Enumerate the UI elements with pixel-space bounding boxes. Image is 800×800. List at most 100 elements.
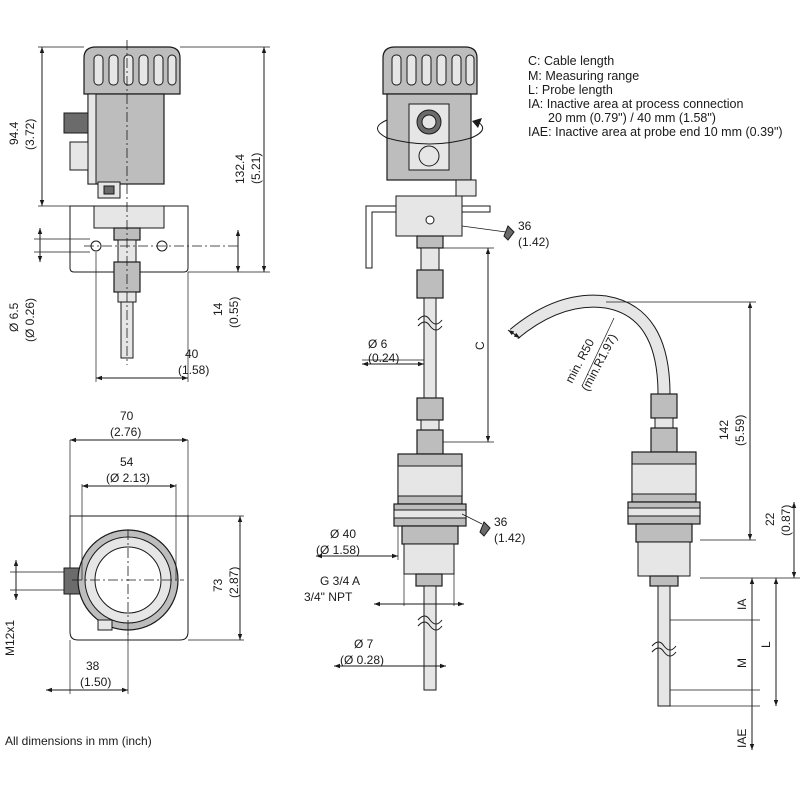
remote-view-bracket	[365, 205, 491, 269]
arrowhead	[237, 634, 243, 640]
arrowhead	[513, 332, 520, 338]
dim-14: 14	[211, 302, 225, 316]
arrowhead	[747, 534, 753, 540]
arrowhead	[39, 47, 45, 53]
dimension-arrows	[13, 47, 797, 750]
dim-ia: IA	[735, 599, 749, 610]
arrowhead	[39, 200, 45, 206]
arrowhead	[235, 230, 241, 236]
arrowhead	[508, 330, 515, 336]
dim-132-4: 132.4	[233, 154, 247, 184]
arrowhead	[334, 663, 340, 669]
dim-70-inch: (2.76)	[110, 425, 141, 439]
arrowhead	[418, 361, 424, 367]
dim-132-4-inch: (5.21)	[249, 153, 263, 184]
arrowhead	[13, 594, 19, 600]
arrowhead	[485, 436, 491, 442]
arrowhead	[374, 601, 380, 607]
arrowhead	[261, 266, 267, 272]
wrench-icon	[503, 225, 515, 241]
legend-ia-values: 20 mm (0.79") / 40 mm (1.58")	[548, 111, 716, 125]
dim-54-inch: (Ø 2.13)	[106, 471, 150, 485]
arrowhead	[791, 572, 797, 578]
legend-c: C: Cable length	[528, 54, 614, 68]
arrowhead	[13, 560, 19, 566]
dim-wrench-36-top: 36	[518, 219, 532, 233]
arrowhead	[96, 375, 102, 381]
dim-dia-6-5: Ø 6.5	[7, 302, 21, 332]
dim-22-inch: (0.87)	[779, 505, 793, 536]
dim-dia-7-inch: (Ø 0.28)	[340, 653, 384, 667]
arrowhead	[458, 601, 464, 607]
arrowhead	[773, 700, 779, 706]
arrowhead	[440, 663, 446, 669]
dim-dia-6: Ø 6	[368, 337, 388, 351]
arrowhead	[46, 687, 52, 693]
arrowhead	[362, 361, 368, 367]
dim-54: 54	[120, 455, 134, 469]
dim-94-4: 94.4	[7, 121, 21, 145]
dim-142: 142	[717, 420, 731, 440]
arrowhead	[82, 483, 88, 489]
remote-view-probe	[423, 585, 437, 691]
remote-view-cable	[423, 297, 437, 399]
dim-22: 22	[763, 512, 777, 526]
arrowhead	[182, 437, 188, 443]
wrench-icon	[479, 521, 491, 537]
legend-iae: IAE: Inactive area at probe end 10 mm (0…	[528, 125, 783, 139]
arrowhead	[70, 437, 76, 443]
dim-70: 70	[120, 409, 134, 423]
dim-40-inch: (1.58)	[178, 363, 209, 377]
arrowhead	[237, 516, 243, 522]
arrowhead	[122, 687, 128, 693]
dim-dia-40: Ø 40	[330, 527, 356, 541]
dim-38-inch: (1.50)	[80, 675, 111, 689]
dim-thread-npt: 3/4" NPT	[304, 590, 353, 604]
arrowhead	[235, 266, 241, 272]
arrowhead	[485, 248, 491, 254]
dim-142-inch: (5.59)	[733, 415, 747, 446]
arrowhead	[37, 228, 43, 234]
arrowhead	[261, 47, 267, 53]
dim-c: C	[473, 341, 487, 350]
dim-l: L	[759, 641, 773, 648]
side-view-housing	[87, 93, 165, 185]
legend: C: Cable length M: Measuring range L: Pr…	[528, 54, 783, 139]
dim-73-inch: (2.87)	[227, 567, 241, 598]
dim-dia-6-5-inch: (Ø 0.26)	[23, 298, 37, 342]
dim-m12x1: M12x1	[3, 620, 17, 656]
arrowhead	[791, 502, 797, 508]
dim-thread-g34a: G 3/4 A	[320, 574, 360, 588]
arrowhead	[749, 744, 755, 750]
dim-iae: IAE	[735, 729, 749, 748]
arrowhead	[182, 375, 188, 381]
dim-wrench-36-top-inch: (1.42)	[518, 235, 549, 249]
arrowhead	[747, 302, 753, 308]
arrowhead	[316, 553, 322, 559]
dim-94-4-inch: (3.72)	[23, 119, 37, 150]
dim-73: 73	[211, 578, 225, 592]
arrowhead	[749, 578, 755, 584]
dim-wrench-36-lower-inch: (1.42)	[494, 531, 525, 545]
legend-m: M: Measuring range	[528, 69, 639, 83]
side-view: 94.4 (3.72) 132.4 (5.21) Ø 6.5 (Ø 0.26) …	[7, 40, 270, 382]
dim-wrench-36-lower: 36	[494, 515, 508, 529]
remote-view: 36 (1.42) Ø 6 (0.24) C 36 (1.42) Ø 40 (Ø…	[304, 46, 549, 691]
m12-connector	[63, 112, 89, 134]
arrowhead	[392, 553, 398, 559]
footer-note: All dimensions in mm (inch)	[5, 734, 152, 748]
dim-14-inch: (0.55)	[227, 297, 241, 328]
dim-dia-6-inch: (0.24)	[368, 351, 399, 365]
dim-dia-40-inch: (Ø 1.58)	[316, 543, 360, 557]
arrowhead	[37, 256, 43, 262]
rotation-arrow	[377, 119, 484, 145]
dim-dia-7: Ø 7	[354, 637, 374, 651]
flex-view: min. R50 (min.R1.97) 142 (5.59) 22 (0.87…	[507, 294, 800, 750]
arrowhead	[170, 483, 176, 489]
legend-ia: IA: Inactive area at process connection	[528, 97, 743, 111]
dim-40: 40	[185, 347, 199, 361]
dim-38: 38	[86, 659, 100, 673]
arrowhead	[773, 578, 779, 584]
top-view: 70 (2.76) 54 (Ø 2.13) 73 (2.87) M12x1 38…	[3, 409, 244, 694]
